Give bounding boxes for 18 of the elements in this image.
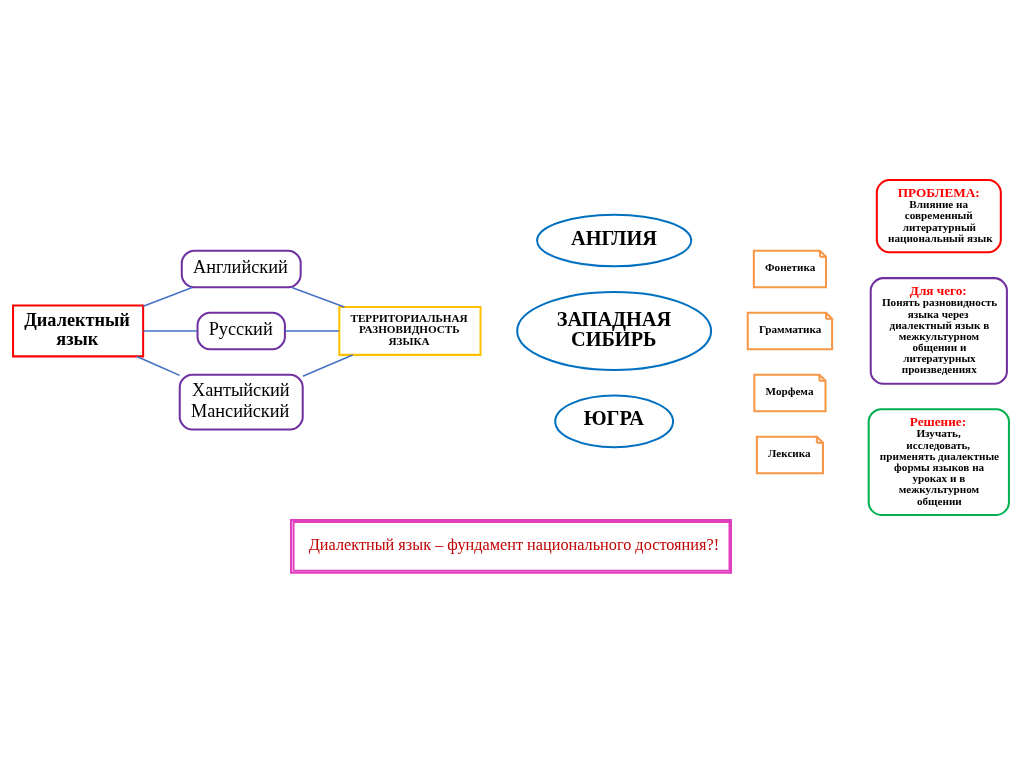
connector <box>136 355 181 377</box>
node-box: Для чего: Понять разновидность языка через диалектный язык в межкультурном общении и литературных произведениях <box>869 277 1008 385</box>
connector <box>302 354 354 377</box>
node-ellipse: АНГЛИЯ <box>536 213 693 268</box>
node-ellipse: ЗАПАДНАЯ СИБИРЬ <box>516 290 713 371</box>
caption: Диалектный язык – фундамент национального достояния?! <box>308 536 720 555</box>
node-box: Диалектный язык <box>12 304 145 358</box>
connector <box>291 286 346 308</box>
connector <box>142 286 193 308</box>
connector <box>142 330 198 332</box>
node-box: Хантыйский Мансийский <box>178 373 304 431</box>
node-box: Английский <box>180 249 302 289</box>
node-box: Русский <box>196 311 286 351</box>
connector <box>284 330 340 332</box>
node-box: Решение: Изучать, исследовать, применять диалектные формы языков на уроках и в межкультурном общении <box>867 408 1010 516</box>
node-box: ПРОБЛЕМА: Влияние на современный литературный национальный язык <box>875 179 1002 254</box>
node-ellipse: ЮГРА <box>554 394 675 449</box>
node-box: ТЕРРИТОРИАЛЬНАЯ РАЗНОВИДНОСТЬ ЯЗЫКА <box>338 306 482 356</box>
